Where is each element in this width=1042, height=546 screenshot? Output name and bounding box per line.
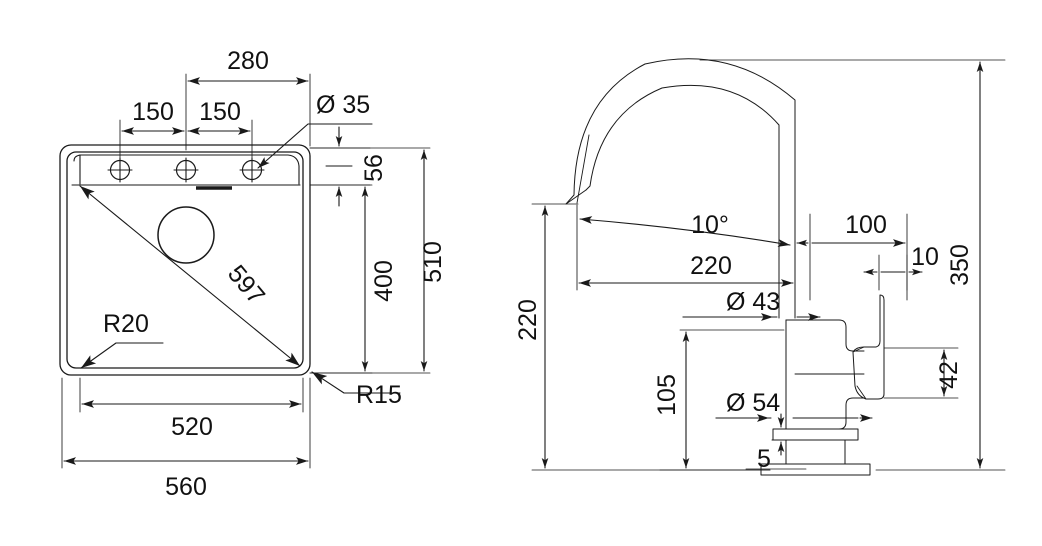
sink-ledge-inner-edge — [71, 154, 301, 186]
label-42: 42 — [935, 361, 963, 389]
dimension-dia35-leader — [257, 123, 373, 169]
faucet-column — [778, 201, 796, 319]
faucet-spout-tip — [565, 134, 590, 205]
sink-tap-holes — [107, 157, 265, 183]
label-5: 5 — [757, 445, 771, 473]
dimension-220-vertical — [531, 203, 771, 471]
dimension-diagonal-597 — [79, 185, 301, 367]
dimension-150-right — [187, 119, 253, 163]
sink-bowl-outline — [66, 151, 304, 369]
label-105: 105 — [653, 374, 681, 416]
faucet-body — [785, 319, 865, 430]
label-280: 280 — [227, 47, 269, 75]
tap-hole-center — [173, 157, 199, 183]
dimension-350 — [699, 59, 1006, 471]
dimension-labels: 280 150 150 Ø 35 56 400 510 597 R20 R15 … — [103, 47, 974, 501]
label-10: 10 — [911, 243, 939, 271]
drain-circle — [157, 206, 215, 264]
label-dia43: Ø 43 — [726, 288, 780, 316]
label-dia54: Ø 54 — [726, 389, 780, 417]
label-520: 520 — [171, 413, 213, 441]
label-220-reach: 220 — [690, 252, 732, 280]
label-597: 597 — [222, 260, 270, 310]
dimension-520 — [79, 377, 304, 413]
dimension-560 — [61, 377, 311, 469]
sink-outer-body — [59, 144, 311, 376]
label-r20: R20 — [103, 310, 149, 338]
faucet-base-plate — [760, 428, 871, 476]
dimension-r20-leader — [80, 342, 164, 369]
label-560: 560 — [165, 473, 207, 501]
label-350: 350 — [946, 244, 974, 286]
label-510: 510 — [419, 241, 447, 283]
dimension-510 — [309, 147, 431, 374]
faucet-spout-inner-arc — [585, 84, 780, 203]
label-150-left: 150 — [132, 98, 174, 126]
dimension-280 — [185, 73, 311, 151]
label-400: 400 — [370, 260, 398, 302]
dimension-10deg-arc — [579, 216, 791, 247]
dimension-105 — [659, 329, 785, 471]
label-dia35: Ø 35 — [316, 91, 370, 119]
label-100: 100 — [845, 211, 887, 239]
dimension-150-left — [119, 119, 185, 163]
faucet-lever-handle — [852, 294, 885, 400]
label-56: 56 — [360, 154, 388, 182]
dimension-10 — [863, 254, 923, 291]
faucet-spout-outer-arc — [565, 58, 796, 205]
dimension-5 — [745, 413, 807, 470]
label-150-right: 150 — [199, 98, 241, 126]
dimension-220-horizontal — [576, 204, 794, 291]
label-10deg: 10° — [691, 211, 729, 239]
label-r15: R15 — [356, 381, 402, 409]
dimension-r15-leader — [311, 371, 401, 394]
label-220-height: 220 — [514, 299, 542, 341]
dimension-42 — [883, 347, 959, 399]
dimension-400 — [309, 184, 373, 374]
